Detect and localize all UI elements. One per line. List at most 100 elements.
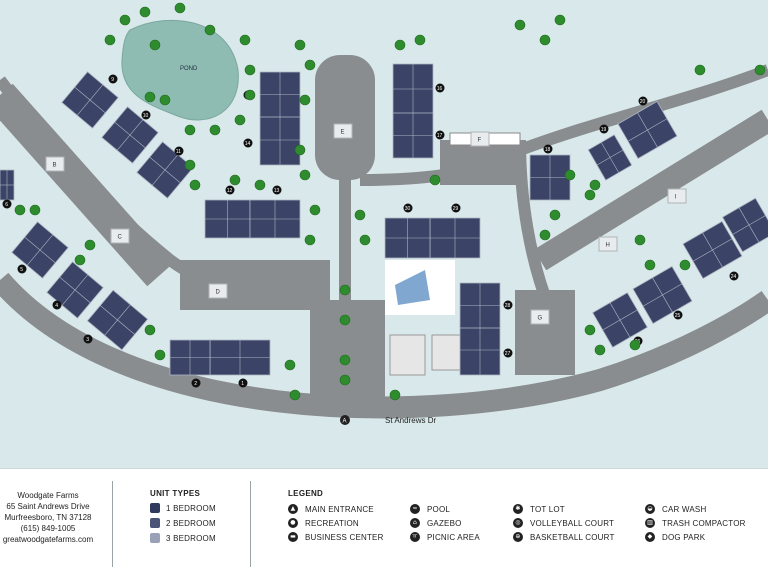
building-number-marker <box>403 203 413 213</box>
car-wash-icon: ◒ <box>645 504 655 514</box>
legend-car-wash: ◒CAR WASH <box>645 504 706 514</box>
building-number-marker <box>2 199 12 209</box>
building-11 <box>136 141 194 199</box>
building-number-marker <box>108 74 118 84</box>
swatch-3-bedroom <box>150 533 160 543</box>
gazebo-pad <box>431 334 463 371</box>
building-1 <box>209 339 271 376</box>
tree-icon <box>694 64 706 76</box>
building-number-label: 14 <box>245 141 251 147</box>
building-number-label: 19 <box>601 127 607 133</box>
legend-label: POOL <box>427 504 451 514</box>
tree-icon <box>159 94 171 106</box>
tree-icon <box>204 24 216 36</box>
building-number-marker <box>599 124 609 134</box>
tree-icon <box>184 124 196 136</box>
tree-icon <box>84 239 96 251</box>
tree-icon <box>294 144 306 156</box>
legend-main-entrance: ▲MAIN ENTRANCE <box>288 504 374 514</box>
tree-icon <box>304 59 316 71</box>
east-parking-strip <box>533 109 768 271</box>
building-24 <box>682 220 743 280</box>
tree-icon <box>299 169 311 181</box>
building-27 <box>459 324 501 376</box>
tree-icon <box>539 34 551 46</box>
tree-icon <box>234 114 246 126</box>
tree-icon <box>304 234 316 246</box>
parking-lot-g <box>530 309 550 325</box>
parking-lot-label: G <box>538 316 543 322</box>
tree-icon <box>209 124 221 136</box>
lot-f-road <box>440 140 520 185</box>
building-number-label: 9 <box>111 77 114 83</box>
building-number-marker <box>638 96 648 106</box>
building-number-marker <box>225 185 235 195</box>
unit-type-label: 3 BEDROOM <box>166 533 216 543</box>
building-number-marker <box>272 185 282 195</box>
legend-gazebo: ⌂GAZEBO <box>410 518 462 528</box>
legend-pool: ≈ POOL <box>410 504 450 514</box>
building-19 <box>587 134 633 181</box>
parking-lot-label: E <box>341 130 345 136</box>
building-23 <box>721 197 768 253</box>
legend-basketball-court: ⊕BASKETBALL COURT <box>513 532 615 542</box>
unit-type-label: 2 BEDROOM <box>166 518 216 528</box>
parking-lot-label: B <box>53 163 57 169</box>
tree-icon <box>174 2 186 14</box>
building-number-marker <box>503 348 513 358</box>
tree-icon <box>284 359 296 371</box>
tree-icon <box>564 169 576 181</box>
building-20 <box>617 100 678 160</box>
tree-icon <box>634 234 646 246</box>
legend-label: BUSINESS CENTER <box>305 532 384 542</box>
legend-recreation: ●RECREATION <box>288 518 359 528</box>
basketball-icon: ⊕ <box>513 532 523 542</box>
tree-icon <box>339 284 351 296</box>
legend-label: VOLLEYBALL COURT <box>530 518 615 528</box>
tree-icon <box>339 354 351 366</box>
website-link[interactable]: greatwoodgatefarms.com <box>2 535 94 544</box>
building-number-marker <box>174 146 184 156</box>
phone-number[interactable]: (615) 849-1005 <box>20 524 76 533</box>
tree-icon <box>584 189 596 201</box>
building-number-marker <box>238 378 248 388</box>
building-number-label: 28 <box>505 303 511 309</box>
main-entrance-marker-label: A <box>343 419 347 425</box>
parking-lot-label: F <box>478 138 482 144</box>
building-number-marker <box>243 138 253 148</box>
parking-lot-label: C <box>118 235 123 241</box>
building-number-label: 18 <box>545 147 551 153</box>
legend-label: PICNIC AREA <box>427 532 480 542</box>
building-17 <box>392 112 434 159</box>
building-number-label: 20 <box>640 99 646 105</box>
tree-icon <box>309 204 321 216</box>
parking-lot-h <box>598 236 618 252</box>
tree-icon <box>339 374 351 386</box>
swatch-2-bedroom <box>150 518 160 528</box>
unit-types-title: UNIT TYPES <box>150 489 201 498</box>
building-number-label: 2 <box>194 381 197 387</box>
tree-icon <box>514 19 526 31</box>
building-9 <box>61 71 119 129</box>
parking-lot-d <box>208 283 228 299</box>
tree-icon <box>14 204 26 216</box>
tree-icon <box>299 94 311 106</box>
south-road <box>310 300 385 400</box>
legend-label: GAZEBO <box>427 518 462 528</box>
building-number-label: 24 <box>731 274 737 280</box>
tree-icon <box>549 209 561 221</box>
tree-icon <box>74 254 86 266</box>
unit-type-2: 2 BEDROOM <box>150 518 216 528</box>
address-block: Woodgate Farms 65 Saint Andrews Drive Mu… <box>0 490 96 545</box>
unit-type-3: 3 BEDROOM <box>150 533 216 543</box>
legend-label: TOT LOT <box>530 504 565 514</box>
tree-icon <box>584 324 596 336</box>
building-number-marker <box>543 144 553 154</box>
legend-label: DOG PARK <box>662 532 706 542</box>
tree-icon <box>239 34 251 46</box>
tree-icon <box>754 64 766 76</box>
building-number-label: 17 <box>437 133 443 139</box>
pool-icon: ≈ <box>410 504 420 514</box>
building-number-label: 4 <box>55 303 58 309</box>
